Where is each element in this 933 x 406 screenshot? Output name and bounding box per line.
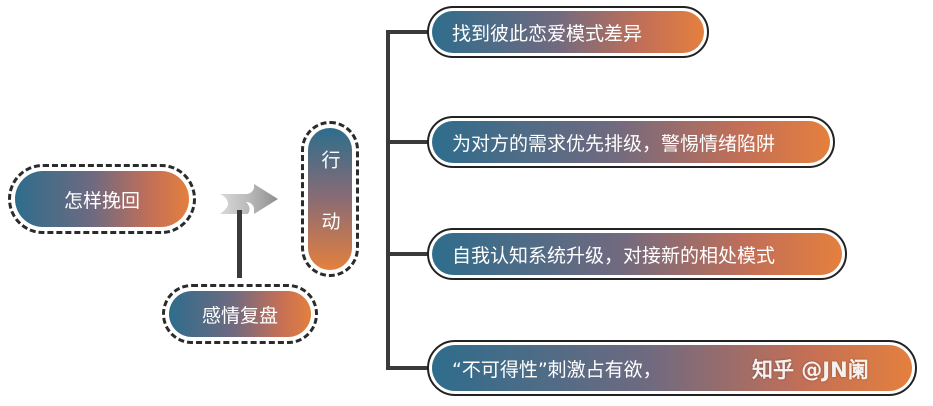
branch-node-2: 为对方的需求优先排级，警惕情绪陷阱: [427, 116, 835, 168]
branch-node-4-label: “不可得性”刺激占有欲，: [432, 345, 912, 391]
branch-node-3-label: 自我认知系统升级，对接新的相处模式: [432, 233, 842, 275]
bracket-link-2: [386, 140, 428, 144]
root-node-label: 怎样挽回: [15, 171, 189, 227]
right-arrow-icon: [220, 184, 278, 214]
branch-node-3: 自我认知系统升级，对接新的相处模式: [427, 228, 847, 280]
branch-node-1: 找到彼此恋爱模式差异: [427, 6, 709, 58]
watermark-text: 知乎 @JN阑: [752, 358, 869, 382]
bracket-link-4: [386, 366, 428, 370]
review-node: 感情复盘: [162, 284, 318, 344]
review-node-label: 感情复盘: [169, 291, 311, 337]
root-node: 怎样挽回: [8, 164, 196, 234]
bracket-link-3: [386, 252, 428, 256]
action-node: 行 动: [301, 121, 359, 277]
branch-node-1-label: 找到彼此恋爱模式差异: [432, 11, 704, 53]
bracket-link-1: [386, 30, 428, 34]
review-connector: [237, 210, 242, 278]
branch-node-2-label: 为对方的需求优先排级，警惕情绪陷阱: [432, 121, 830, 163]
action-node-label: 行 动: [308, 128, 352, 270]
branch-node-4: “不可得性”刺激占有欲，: [427, 340, 917, 396]
bracket-vertical: [386, 30, 390, 368]
